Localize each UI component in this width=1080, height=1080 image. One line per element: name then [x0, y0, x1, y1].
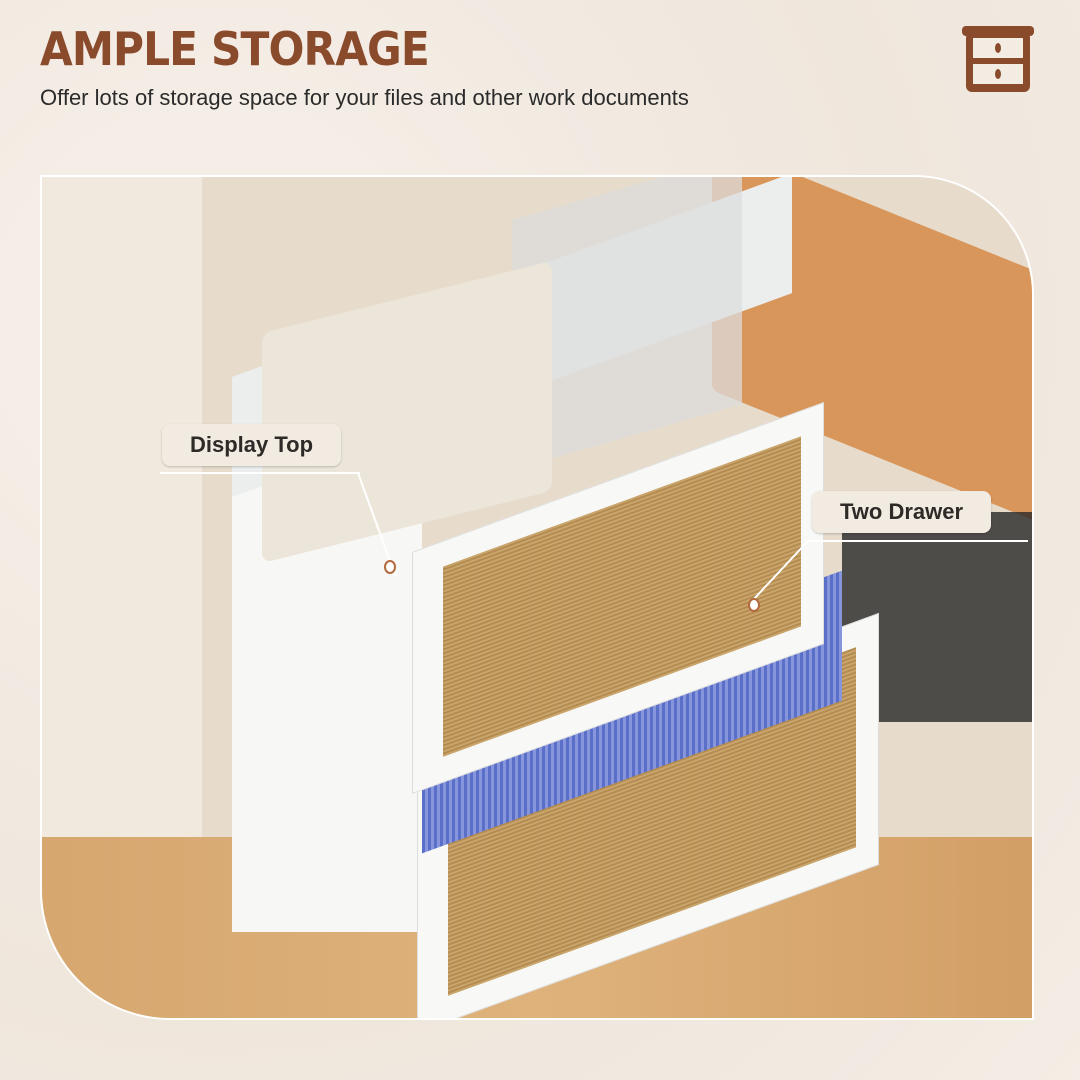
callout-line: [160, 472, 360, 474]
callout-dot: [748, 598, 760, 612]
callout-two-drawer: Two Drawer: [812, 491, 992, 533]
callout-line: [808, 540, 1028, 542]
page-subtitle: Offer lots of storage space for your fil…: [40, 85, 689, 110]
page-title: AMPLE STORAGE: [40, 22, 430, 76]
cabinet-side: [232, 482, 422, 932]
wall-pillar: [42, 177, 202, 907]
product-photo: [40, 175, 1034, 1020]
callout-dot: [384, 560, 396, 574]
callout-display-top: Display Top: [162, 424, 342, 466]
drawer-cabinet-icon: [962, 26, 1034, 92]
